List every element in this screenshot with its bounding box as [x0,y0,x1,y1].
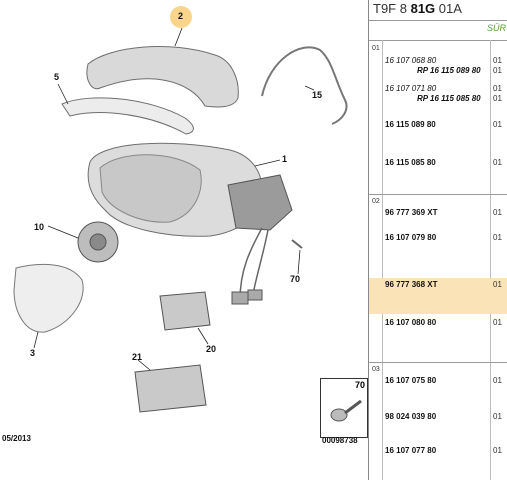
callout-70[interactable]: 70 [290,274,301,284]
cable-shape [261,46,348,125]
callout-10[interactable]: 10 [34,222,45,232]
selected-row-highlight [369,278,507,314]
group-number: 03 [372,366,380,373]
group-number: 02 [372,198,380,205]
replacement-number[interactable]: RP 16 115 085 80 [417,94,481,103]
highlight-circle [170,6,192,28]
exploded-diagram: 2 5 15 1 10 70 3 20 21 70 05/2013 000987… [2,6,368,445]
inset-number[interactable]: 70 [354,380,365,390]
switch-21-shape [134,364,207,413]
part-number[interactable]: 96 777 369 XT [385,208,438,217]
column-divider [490,40,491,480]
part-number[interactable]: 16 107 077 80 [385,446,437,455]
part-qty: 01 [493,56,502,65]
parts-header: T9F 8 81G 01A [369,0,507,21]
part-qty: 01 [493,94,502,103]
part-qty: 01 [493,66,502,75]
part-number-selected[interactable]: 96 777 368 XT [385,280,438,289]
screw-icon [330,399,362,422]
part-qty: 01 [493,446,502,455]
switch-20-shape [159,291,211,331]
mirror-glass-face [99,154,202,223]
part-qty: 01 [493,318,502,327]
part-number[interactable]: 98 024 039 80 [385,412,437,421]
callout-2[interactable]: 2 [178,11,184,21]
group-divider [369,362,507,363]
callout-15[interactable]: 15 [312,90,323,100]
part-number[interactable]: 16 107 068 80 [385,56,437,65]
group-divider [369,194,507,195]
footer-ref: 00098738 [322,436,358,445]
callout-5[interactable]: 5 [54,72,60,82]
part-qty: 01 [493,84,502,93]
callout-3[interactable]: 3 [30,348,36,358]
part-qty: 01 [493,120,502,129]
mirror-assembly-drawing [13,27,348,413]
footer-date: 05/2013 [2,434,31,443]
subheader-label: SÜR [487,23,507,33]
part-qty: 01 [493,158,502,167]
part-number[interactable]: 16 107 075 80 [385,376,437,385]
callout-1[interactable]: 1 [282,154,288,164]
mirror-bracket-shape [227,174,293,231]
parts-subheader: SÜR [369,20,507,41]
panel-divider [368,0,369,480]
part-number[interactable]: 16 107 071 80 [385,84,437,93]
screw-inset-box: 70 [320,378,368,438]
replacement-number[interactable]: RP 16 115 089 80 [417,66,481,75]
group-number: 01 [372,45,380,52]
callout-20[interactable]: 20 [206,344,217,354]
part-number[interactable]: 16 115 089 80 [385,120,436,129]
part-number[interactable]: 16 107 080 80 [385,318,437,327]
part-number[interactable]: 16 115 085 80 [385,158,436,167]
part-qty: 01 [493,208,502,217]
part-qty: 01 [493,376,502,385]
screw-shape [291,239,303,249]
part-qty: 01 [493,233,502,242]
parts-list-panel: T9F 8 81G 01A SÜR 01 16 107 068 80 01 RP… [369,0,507,480]
column-divider [382,40,383,480]
part-qty: 01 [493,280,502,289]
part-number[interactable]: 16 107 079 80 [385,233,437,242]
mirror-cover-shape [86,46,239,108]
mirror-glass-shape [13,263,84,333]
mirror-trim-shape [61,97,194,135]
callout-21[interactable]: 21 [132,352,143,362]
wiring-shape [239,227,269,301]
part-qty: 01 [493,412,502,421]
catalog-code: T9F 8 81G 01A [373,1,462,16]
